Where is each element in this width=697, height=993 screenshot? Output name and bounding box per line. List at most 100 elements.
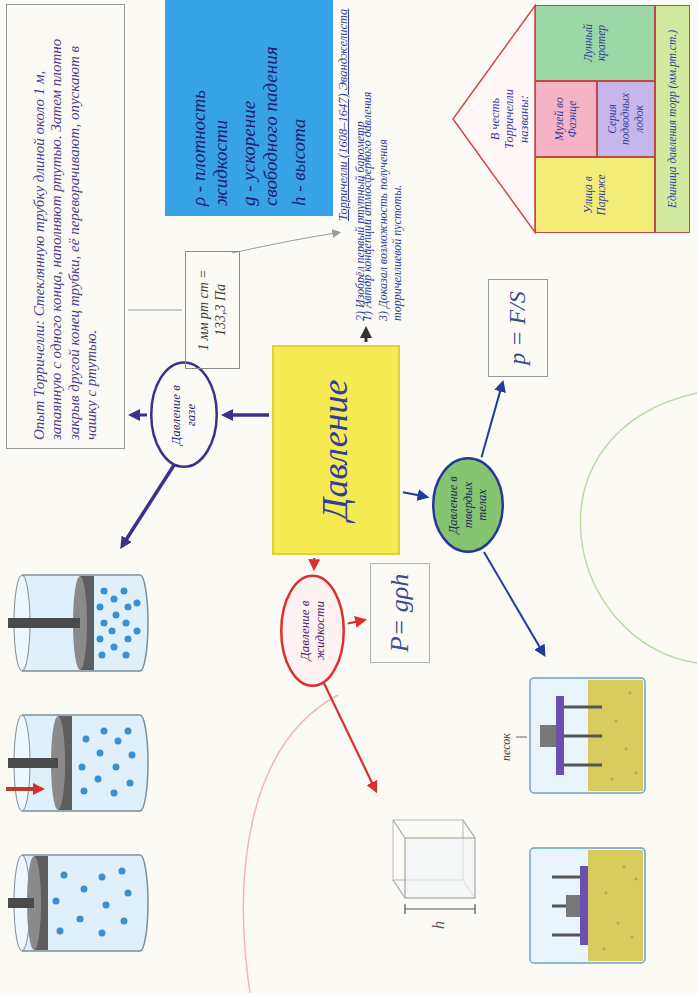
- sand-container: [530, 848, 645, 963]
- drawing-part: [8, 898, 34, 908]
- text-group: В честь Торричелли названы:: [488, 74, 531, 164]
- drawing-part: [79, 764, 86, 771]
- ellipse-shape: [281, 575, 344, 685]
- sand-container: [530, 678, 645, 793]
- drawing-part: [552, 934, 580, 937]
- text-area: P= gρh: [377, 570, 423, 656]
- gas-cylinder: [6, 715, 148, 811]
- drawing-part: [77, 916, 84, 923]
- drawing-part: [125, 728, 132, 735]
- node-text: Давление: [315, 353, 356, 547]
- branch-ellipse: Давление в газе: [150, 362, 218, 469]
- drawing-part: [603, 866, 638, 951]
- connector: [228, 413, 269, 417]
- branch-arrow: [322, 679, 374, 787]
- drawing-part: [552, 877, 580, 935]
- node-text: Давление в твердых телах: [446, 471, 489, 538]
- drawing-part: [552, 876, 580, 879]
- label-holder: Торричелли (1608–1647) Эванджелиста: [336, 9, 351, 221]
- text-group: Давление в жидкости: [298, 591, 328, 670]
- node-text: Давление в жидкости: [298, 591, 328, 670]
- text-area: Серия подводных лодок: [601, 85, 651, 153]
- name-cell: Улица в Париже: [535, 157, 655, 233]
- text-area: Единица давления торр (мм.рт.ст.): [659, 9, 686, 229]
- drawing-part: [405, 838, 475, 898]
- drawing-part: [393, 880, 405, 898]
- drawing-part: [474, 904, 475, 914]
- label-holder: h: [429, 921, 448, 929]
- drawing-part: [109, 628, 116, 635]
- drawing-part: [629, 692, 632, 695]
- note-box: Опыт Торричелли: Стеклянную трубку длино…: [6, 4, 125, 449]
- text-area: Улица в Париже: [539, 161, 651, 229]
- drawing-part: [127, 780, 134, 787]
- house-shape: В честь Торричелли названы: Улица в Париж…: [452, 5, 690, 233]
- node-text: В честь Торричелли названы:: [488, 74, 531, 164]
- text-group: Музей во Фаэнце: [553, 85, 579, 153]
- formula-box: p = F/S: [488, 279, 548, 377]
- liquid-cube: [393, 820, 475, 898]
- branch-ellipse: Давление в жидкости: [280, 574, 345, 687]
- text-group: Серия подводных лодок: [606, 85, 646, 153]
- branch-arrow: [365, 333, 368, 342]
- drawing-part: [101, 588, 108, 595]
- drawing-part: [530, 678, 645, 793]
- text-area: Давление в газе: [162, 378, 207, 453]
- drawing-part: [121, 918, 128, 925]
- drawing-part: [111, 596, 118, 603]
- material-label: песок: [499, 733, 513, 761]
- drawing-part: [57, 928, 64, 935]
- text-group: Опыт Торричелли: Стеклянную трубку длино…: [31, 13, 100, 440]
- text-area: Давление в жидкости: [291, 591, 334, 670]
- node-text: Опыт Торричелли: Стеклянную трубку длино…: [31, 13, 100, 440]
- text-area: Музей во Фаэнце: [539, 85, 593, 153]
- node-text: Серия подводных лодок: [606, 85, 646, 153]
- drawing-part: [611, 692, 638, 781]
- drawing-part: [22, 855, 148, 951]
- label-holder: 2) Изобрёл первый ртутный барометр: [353, 89, 367, 321]
- text-group: Улица в Париже: [582, 161, 608, 229]
- drawing-part: [123, 620, 130, 627]
- node-text: P= gρh: [385, 570, 415, 656]
- text-area: ρ - плотность жидкостиg - ускорение своб…: [175, 7, 323, 206]
- notation-panel: ρ - плотность жидкостиg - ускорение своб…: [165, 0, 333, 216]
- text-group: P= gρh: [385, 570, 415, 656]
- drawing-part: [125, 890, 132, 897]
- connector: [403, 492, 423, 496]
- drawing-part: [615, 720, 618, 723]
- drawing-part: [61, 872, 68, 879]
- unit-cell: Единица давления торр (мм.рт.ст.): [655, 5, 690, 233]
- text-area: Опыт Торричелли: Стеклянную трубку длино…: [15, 13, 116, 440]
- node-text: Улица в Париже: [582, 161, 608, 229]
- text-area: Лунный кратер: [539, 9, 651, 77]
- name-cell: Серия подводных лодок: [597, 81, 655, 157]
- dimension-label: h: [429, 921, 448, 929]
- drawing-part: [53, 898, 60, 905]
- text-area: p = F/S: [495, 286, 541, 370]
- text-area: Давление: [280, 353, 392, 547]
- drawing-part: [625, 748, 628, 751]
- drawing-part: [552, 905, 566, 908]
- node-text: Лунный кратер: [582, 9, 608, 77]
- drawing-part: [605, 892, 608, 895]
- text-group: 1 мм рт ст = 133,3 Па: [196, 258, 228, 362]
- drawing-part: [134, 600, 141, 607]
- connector: [348, 621, 360, 623]
- text-area: В честь Торричелли названы:: [488, 74, 531, 164]
- drawing-part: [119, 868, 126, 875]
- drawing-part: [113, 764, 120, 771]
- text-area: 1 мм рт ст = 133,3 Па: [192, 258, 233, 362]
- name-cell: Лунный кратер: [535, 5, 655, 81]
- drawing-part: [99, 930, 106, 937]
- drawing-part: [113, 612, 120, 619]
- height-dimension: [405, 904, 475, 914]
- drawing-part: [81, 788, 88, 795]
- drawing-part: [405, 908, 475, 909]
- label-holder: 3) Доказал возможность получения торриче…: [376, 89, 405, 321]
- drawing-part: [530, 848, 645, 963]
- text-group: Давление в газе: [169, 378, 199, 453]
- drawing-part: [243, 695, 338, 993]
- drawing-part: [97, 604, 104, 611]
